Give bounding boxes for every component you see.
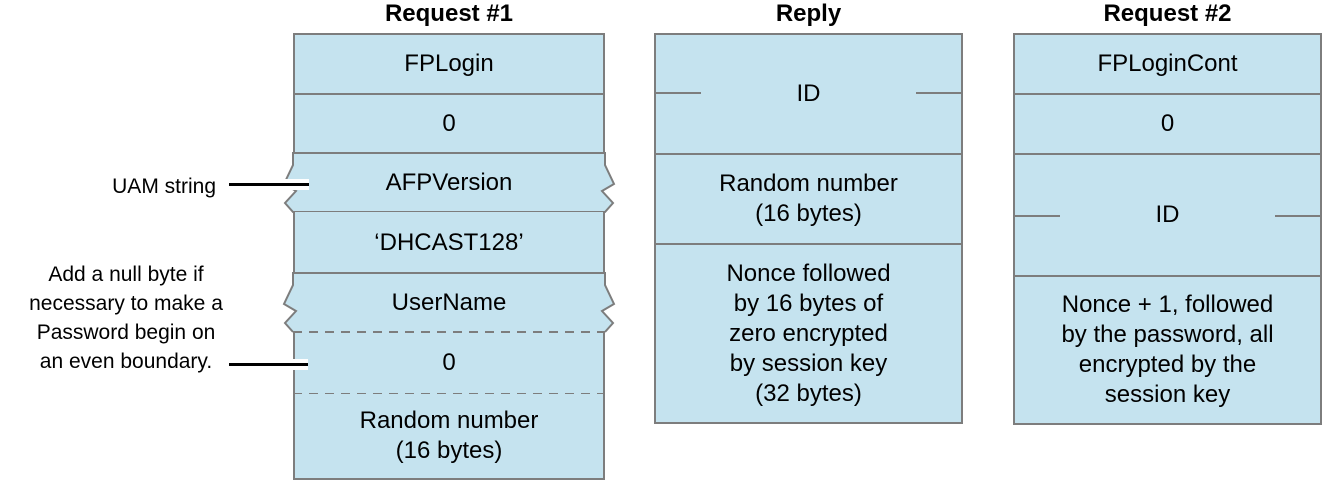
dashed-boundary-top — [293, 331, 605, 333]
field-boundary-tick-right — [916, 92, 961, 94]
field-dhcast128: ‘DHCAST128’ — [293, 212, 605, 273]
column-title-request2: Request #2 — [1103, 0, 1232, 27]
field-boundary-tick-right — [1275, 215, 1320, 217]
torn-edge-username — [282, 272, 616, 333]
field-null-pad: 0 — [293, 332, 605, 394]
field-id-reply: ID — [654, 33, 963, 153]
field-zero-pad1: 0 — [293, 93, 605, 153]
field-fplogincont: FPLoginCont — [1013, 33, 1322, 93]
null-byte-callout-line — [229, 359, 308, 370]
column-title-request1: Request #1 — [384, 0, 514, 27]
null-byte-note: Add a null byte if necessary to make a P… — [29, 263, 223, 373]
field-nonce-plus-one: Nonce + 1, followed by the password, all… — [1013, 275, 1322, 425]
field-random-number-reply: Random number (16 bytes) — [654, 153, 963, 243]
field-boundary-tick-left — [1015, 215, 1060, 217]
field-fplogin: FPLogin — [293, 33, 605, 93]
field-random-number-req1: Random number (16 bytes) — [293, 394, 605, 480]
uam-callout-line — [229, 179, 309, 190]
column-title-reply: Reply — [775, 0, 842, 27]
field-id-req2: ID — [1013, 153, 1322, 275]
field-nonce-encrypted: Nonce followed by 16 bytes of zero encry… — [654, 243, 963, 424]
field-boundary-tick-left — [656, 92, 701, 94]
field-zero-pad2: 0 — [1013, 93, 1322, 153]
field-afpversion: AFPVersion — [385, 168, 513, 196]
uam-string-label: UAM string — [112, 175, 216, 198]
field-username: UserName — [391, 288, 507, 316]
